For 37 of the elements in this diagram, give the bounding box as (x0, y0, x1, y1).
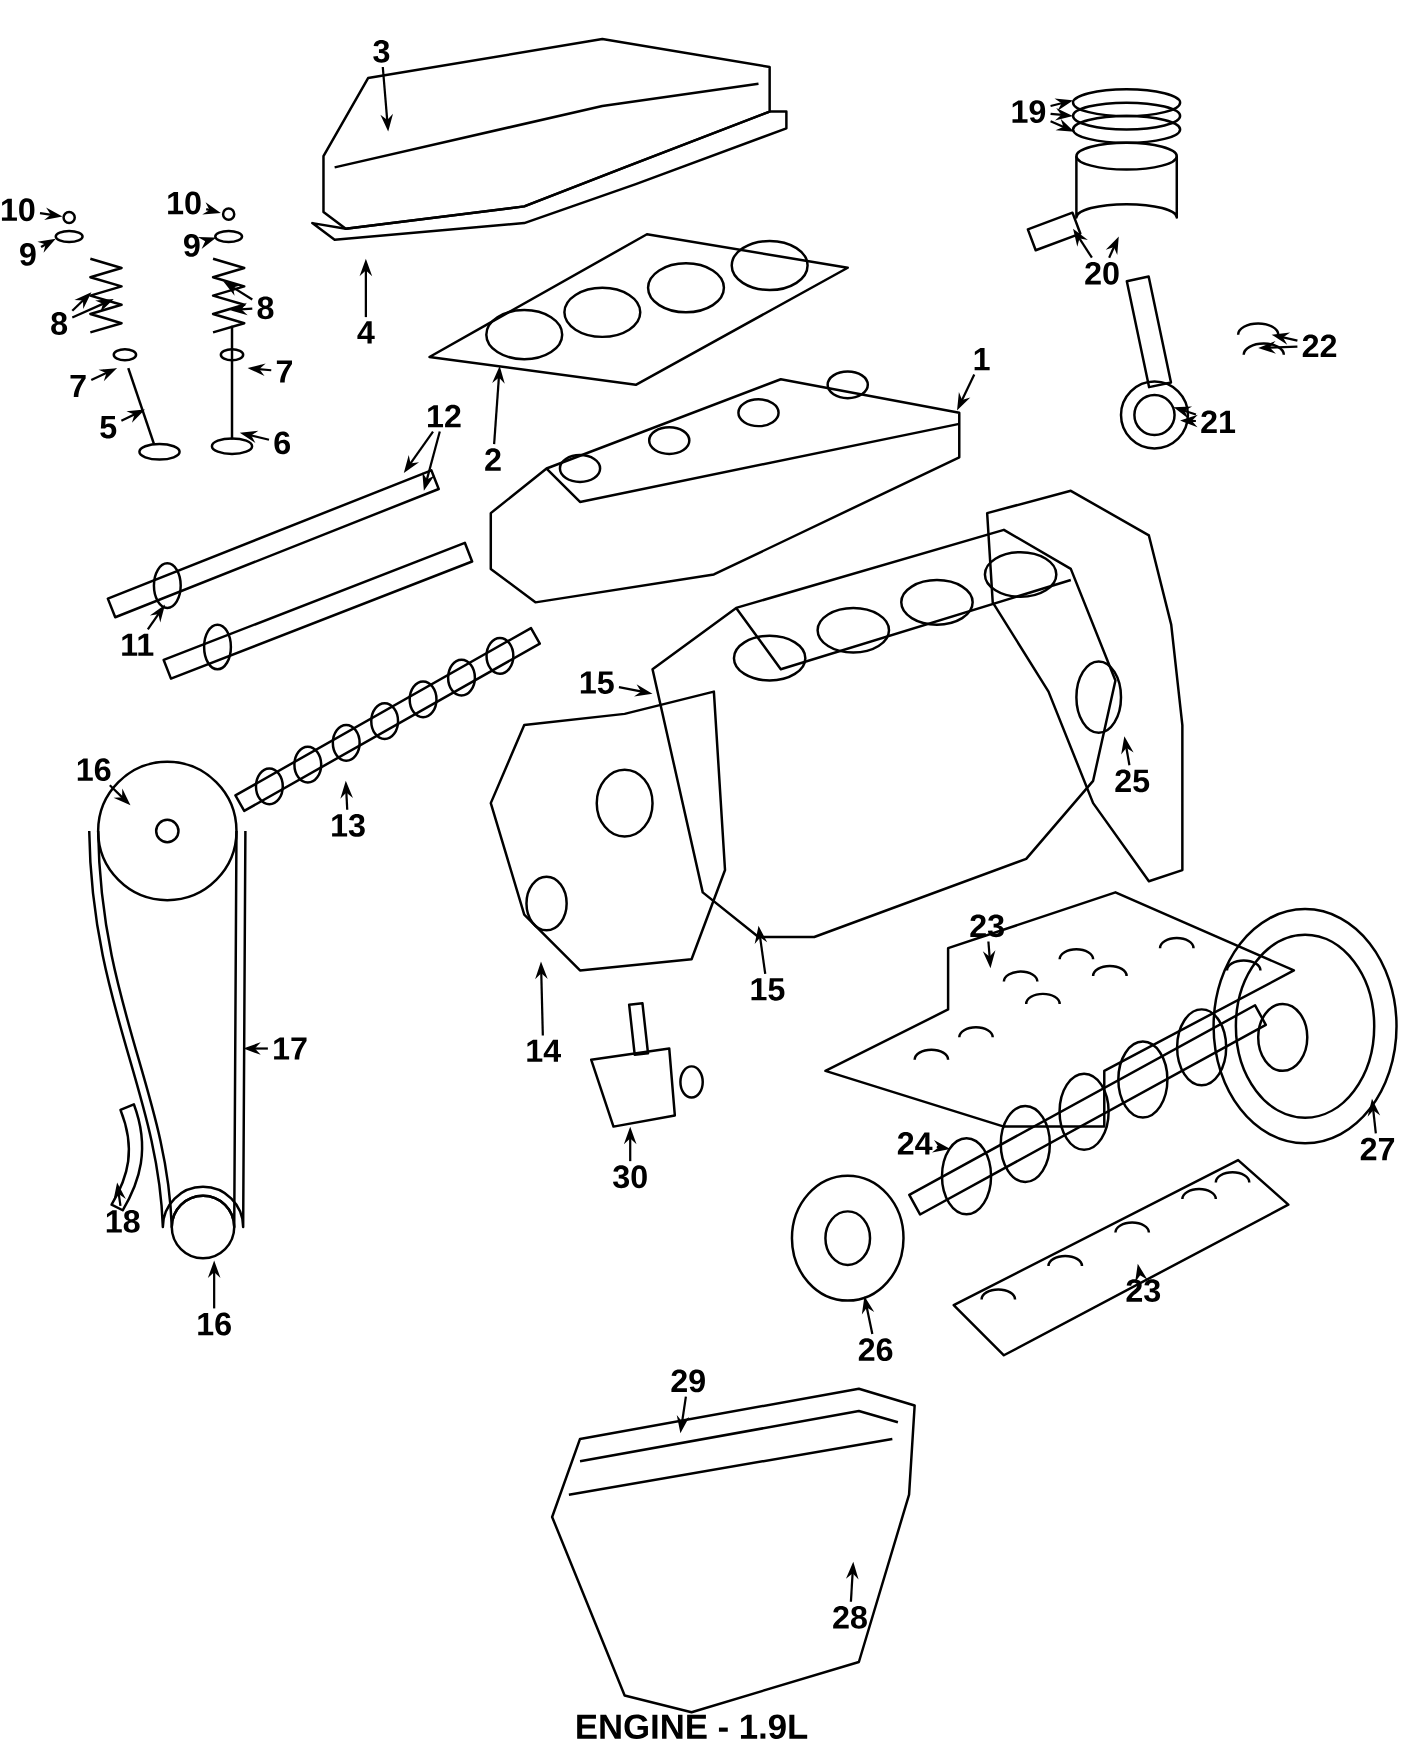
callout-number: 18 (106, 1210, 140, 1233)
callout-number: 4 (357, 321, 375, 344)
callout-number: 6 (274, 431, 290, 455)
callout-number: 21 (1201, 410, 1236, 433)
callout-number: 9 (184, 234, 200, 257)
callout-number: 1 (974, 348, 990, 371)
callout-number: 11 (122, 633, 154, 656)
callout-number: 14 (527, 1039, 561, 1062)
callout-number: 23 (1126, 1279, 1161, 1302)
callout-number: 5 (100, 416, 117, 439)
caption: ENGINE - 1.9L (577, 1714, 808, 1739)
callout-number: 27 (1360, 1137, 1395, 1161)
callout-number: 13 (332, 814, 365, 837)
callout-number: 15 (580, 671, 614, 694)
callout-number: 26 (858, 1338, 893, 1362)
callout-number: 17 (274, 1037, 307, 1060)
callout-number: 22 (1302, 334, 1337, 358)
callout-number: 19 (1012, 100, 1046, 123)
callout-number: 9 (20, 242, 36, 266)
callout-number: 16 (198, 1312, 231, 1336)
callout-number: 3 (373, 39, 390, 63)
callout-number: 7 (276, 360, 292, 383)
callout-number: 29 (671, 1369, 705, 1393)
callout-number: 30 (613, 1165, 647, 1189)
callout-number: 16 (77, 758, 111, 782)
callout-number: 7 (70, 374, 86, 398)
callout-number: 28 (833, 1605, 867, 1629)
callout-number: 20 (1085, 261, 1119, 285)
callout-number: 10 (1, 198, 35, 222)
callout-number: 2 (485, 448, 501, 471)
callout-number: 10 (168, 191, 201, 215)
callout-number: 8 (257, 296, 274, 320)
callout-number: 24 (897, 1132, 933, 1155)
callout-number: 15 (751, 978, 785, 1001)
callout-number: 8 (51, 312, 68, 335)
callout-number: 12 (428, 404, 461, 428)
callout-number: 25 (1115, 769, 1150, 793)
